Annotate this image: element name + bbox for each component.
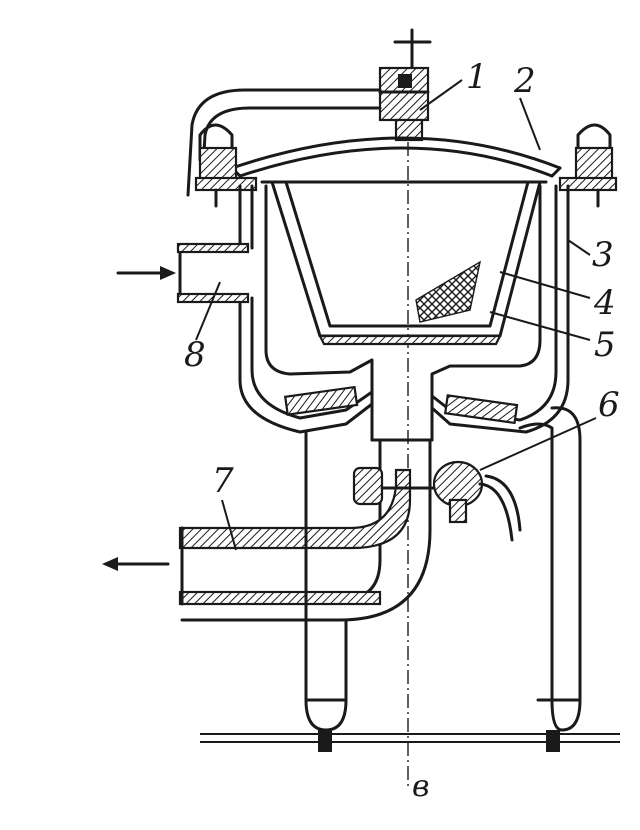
callout-4: 4	[593, 283, 616, 323]
callout-2: 2	[513, 61, 536, 101]
right-leg	[518, 406, 582, 752]
vent-tube	[186, 88, 382, 197]
drain-valve	[352, 460, 522, 542]
filter-basket	[260, 180, 548, 346]
right-clamp	[558, 123, 618, 208]
housing	[238, 184, 570, 442]
callout-5: 5	[594, 325, 616, 365]
outlet-arrow	[102, 557, 170, 571]
inlet-arrow	[116, 266, 176, 280]
lid	[230, 136, 562, 178]
vent-valve	[378, 28, 432, 142]
filter-mesh	[415, 260, 482, 323]
callout-7: 7	[212, 461, 234, 501]
callout-3: 3	[592, 235, 614, 275]
inlet-pipe	[176, 242, 250, 304]
callout-8: 8	[184, 335, 206, 375]
figure-sublabel: в	[412, 769, 429, 804]
leader-lines	[195, 79, 597, 551]
callout-1: 1	[466, 57, 488, 97]
drain-neck	[178, 438, 434, 622]
floor	[200, 733, 620, 743]
callout-6: 6	[598, 385, 620, 425]
